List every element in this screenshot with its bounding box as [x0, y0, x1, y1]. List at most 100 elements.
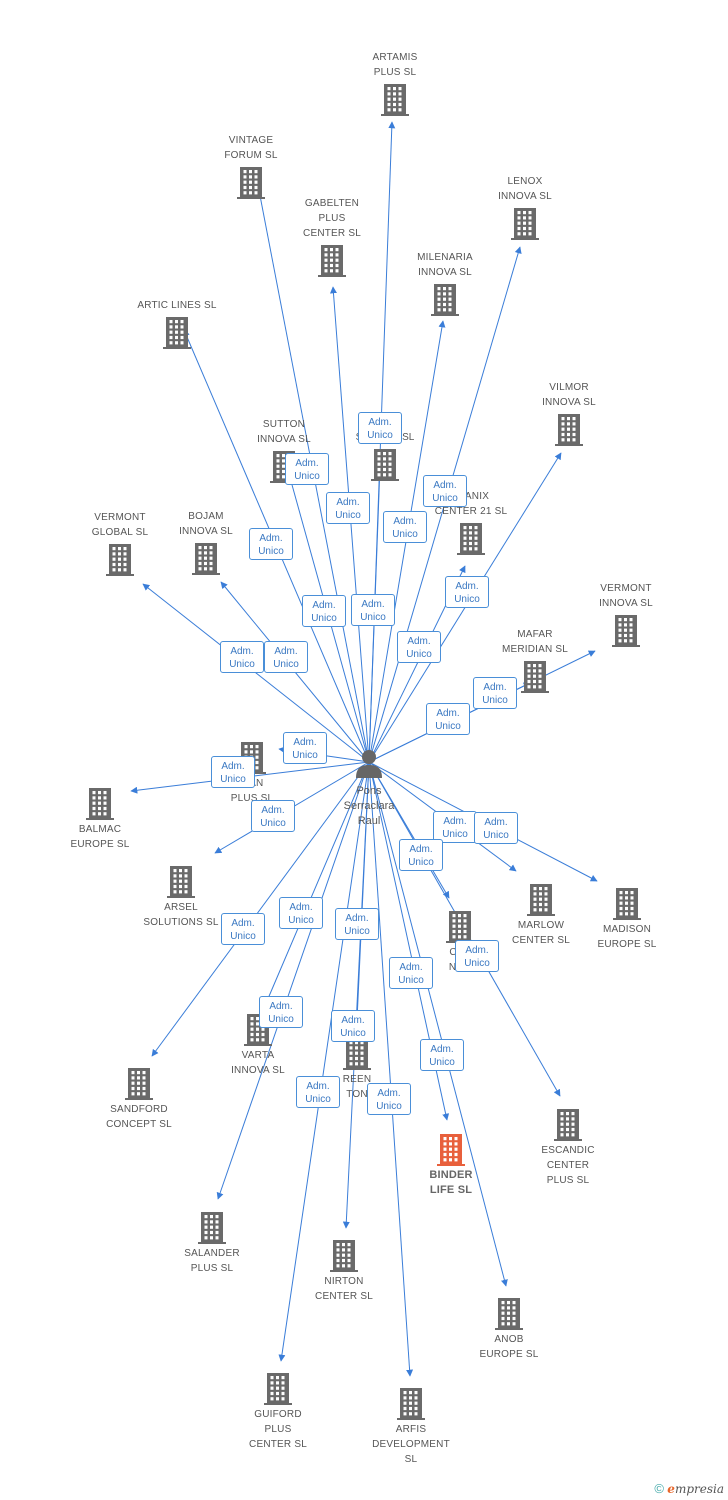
company-name-line: INNOVA SL	[542, 397, 596, 408]
edge-label-line: Adm.	[274, 646, 298, 657]
center-person-node[interactable]: Pons Serraclara Raul	[309, 748, 429, 829]
edge-label-line: Unico	[429, 1057, 455, 1068]
person-icon	[356, 750, 382, 778]
company-name-line: INNOVA SL	[599, 598, 653, 609]
company-name-line: VINTAGE	[228, 135, 274, 146]
company-name-line: CENTER	[546, 1160, 590, 1171]
company-name-line: BINDER	[429, 1169, 473, 1181]
company-name-line: SL	[402, 432, 415, 443]
building-icon	[106, 544, 134, 576]
brand-initial: e	[667, 1482, 675, 1496]
company-name-line: SUTTON	[262, 419, 306, 430]
company-name-line: VERMONT	[94, 512, 146, 523]
building-icon	[555, 414, 583, 446]
company-node-bojam[interactable]: BOJAM INNOVA SL	[141, 509, 271, 575]
edge-label-sutton[interactable]: Adm.Unico	[302, 595, 346, 627]
company-name-line: ESCANDIC	[541, 1145, 595, 1156]
edge-label-line: Unico	[260, 818, 286, 829]
edge-label-madison[interactable]: Adm.Unico	[474, 812, 518, 844]
edge-label-cap[interactable]: Adm.Unico	[399, 839, 443, 871]
edge-label-line: Unico	[335, 510, 361, 521]
company-name-line: ARTAMIS	[372, 52, 418, 63]
edge-sandford	[151, 761, 370, 1057]
edge-label-gabelten[interactable]: Adm.Unico	[326, 492, 370, 524]
company-name-line: SANDFORD	[110, 1104, 168, 1115]
edge-label-anix[interactable]: Adm.Unico	[397, 631, 441, 663]
edge-label-milenaria[interactable]: Adm.Unico	[383, 511, 427, 543]
edge-label-escandic[interactable]: Adm.Unico	[455, 940, 499, 972]
edge-guiford	[278, 761, 370, 1362]
company-name-line: BOJAM	[188, 511, 224, 522]
edge-label-man[interactable]: Adm.Unico	[283, 732, 327, 764]
edge-label-binder[interactable]: Adm.Unico	[389, 957, 433, 989]
edge-label-balmac[interactable]: Adm.Unico	[211, 756, 255, 788]
company-name-line: VARTA	[241, 1050, 275, 1061]
company-name-line: PLUS	[318, 213, 346, 224]
edge-label-vintage[interactable]: Adm.Unico	[285, 453, 329, 485]
building-icon	[330, 1240, 358, 1272]
building-icon	[318, 245, 346, 277]
edge-label-guiford[interactable]: Adm.Unico	[296, 1076, 340, 1108]
edge-label-so[interactable]: Adm.Unico	[351, 594, 395, 626]
edge-label-vermont-global[interactable]: Adm.Unico	[220, 641, 264, 673]
edge-label-artic[interactable]: Adm.Unico	[249, 528, 293, 560]
company-name-line: ARFIS	[395, 1424, 427, 1435]
edge-label-sandford[interactable]: Adm.Unico	[221, 913, 265, 945]
edge-label-artamis[interactable]: Adm.Unico	[358, 412, 402, 444]
building-icon	[554, 1109, 582, 1141]
edge-label-mafar[interactable]: Adm.Unico	[426, 703, 470, 735]
edge-label-salander[interactable]: Adm.Unico	[259, 996, 303, 1028]
edge-label-arfis[interactable]: Adm.Unico	[367, 1083, 411, 1115]
edge-label-reen[interactable]: Adm.Unico	[335, 908, 379, 940]
edge-label-anob[interactable]: Adm.Unico	[420, 1039, 464, 1071]
company-name-line: CENTER SL	[249, 1439, 307, 1450]
edge-label-arsel[interactable]: Adm.Unico	[251, 800, 295, 832]
edge-label-line: Unico	[344, 926, 370, 937]
edge-label-nirton[interactable]: Adm.Unico	[331, 1010, 375, 1042]
company-node-artic[interactable]: ARTIC LINES SL	[112, 298, 242, 349]
edge-label-vilmor[interactable]: Adm.Unico	[445, 576, 489, 608]
edge-label-lenox[interactable]: Adm.Unico	[423, 475, 467, 507]
edge-label-varta[interactable]: Adm.Unico	[279, 897, 323, 929]
edge-label-vermont-innova[interactable]: Adm.Unico	[473, 677, 517, 709]
edge-label-line: Adm.	[377, 1088, 401, 1099]
company-name-line: INNOVA SL	[179, 526, 233, 537]
edge-label-marlow[interactable]: Adm.Unico	[433, 811, 477, 843]
edge-label-line: Unico	[464, 958, 490, 969]
company-name-line: PLUS SL	[190, 1263, 234, 1274]
edge-label-line: Unico	[442, 829, 468, 840]
edge-label-bojam[interactable]: Adm.Unico	[264, 641, 308, 673]
company-name-line: CENTER SL	[315, 1291, 373, 1302]
edge-vermont-global	[142, 583, 370, 763]
